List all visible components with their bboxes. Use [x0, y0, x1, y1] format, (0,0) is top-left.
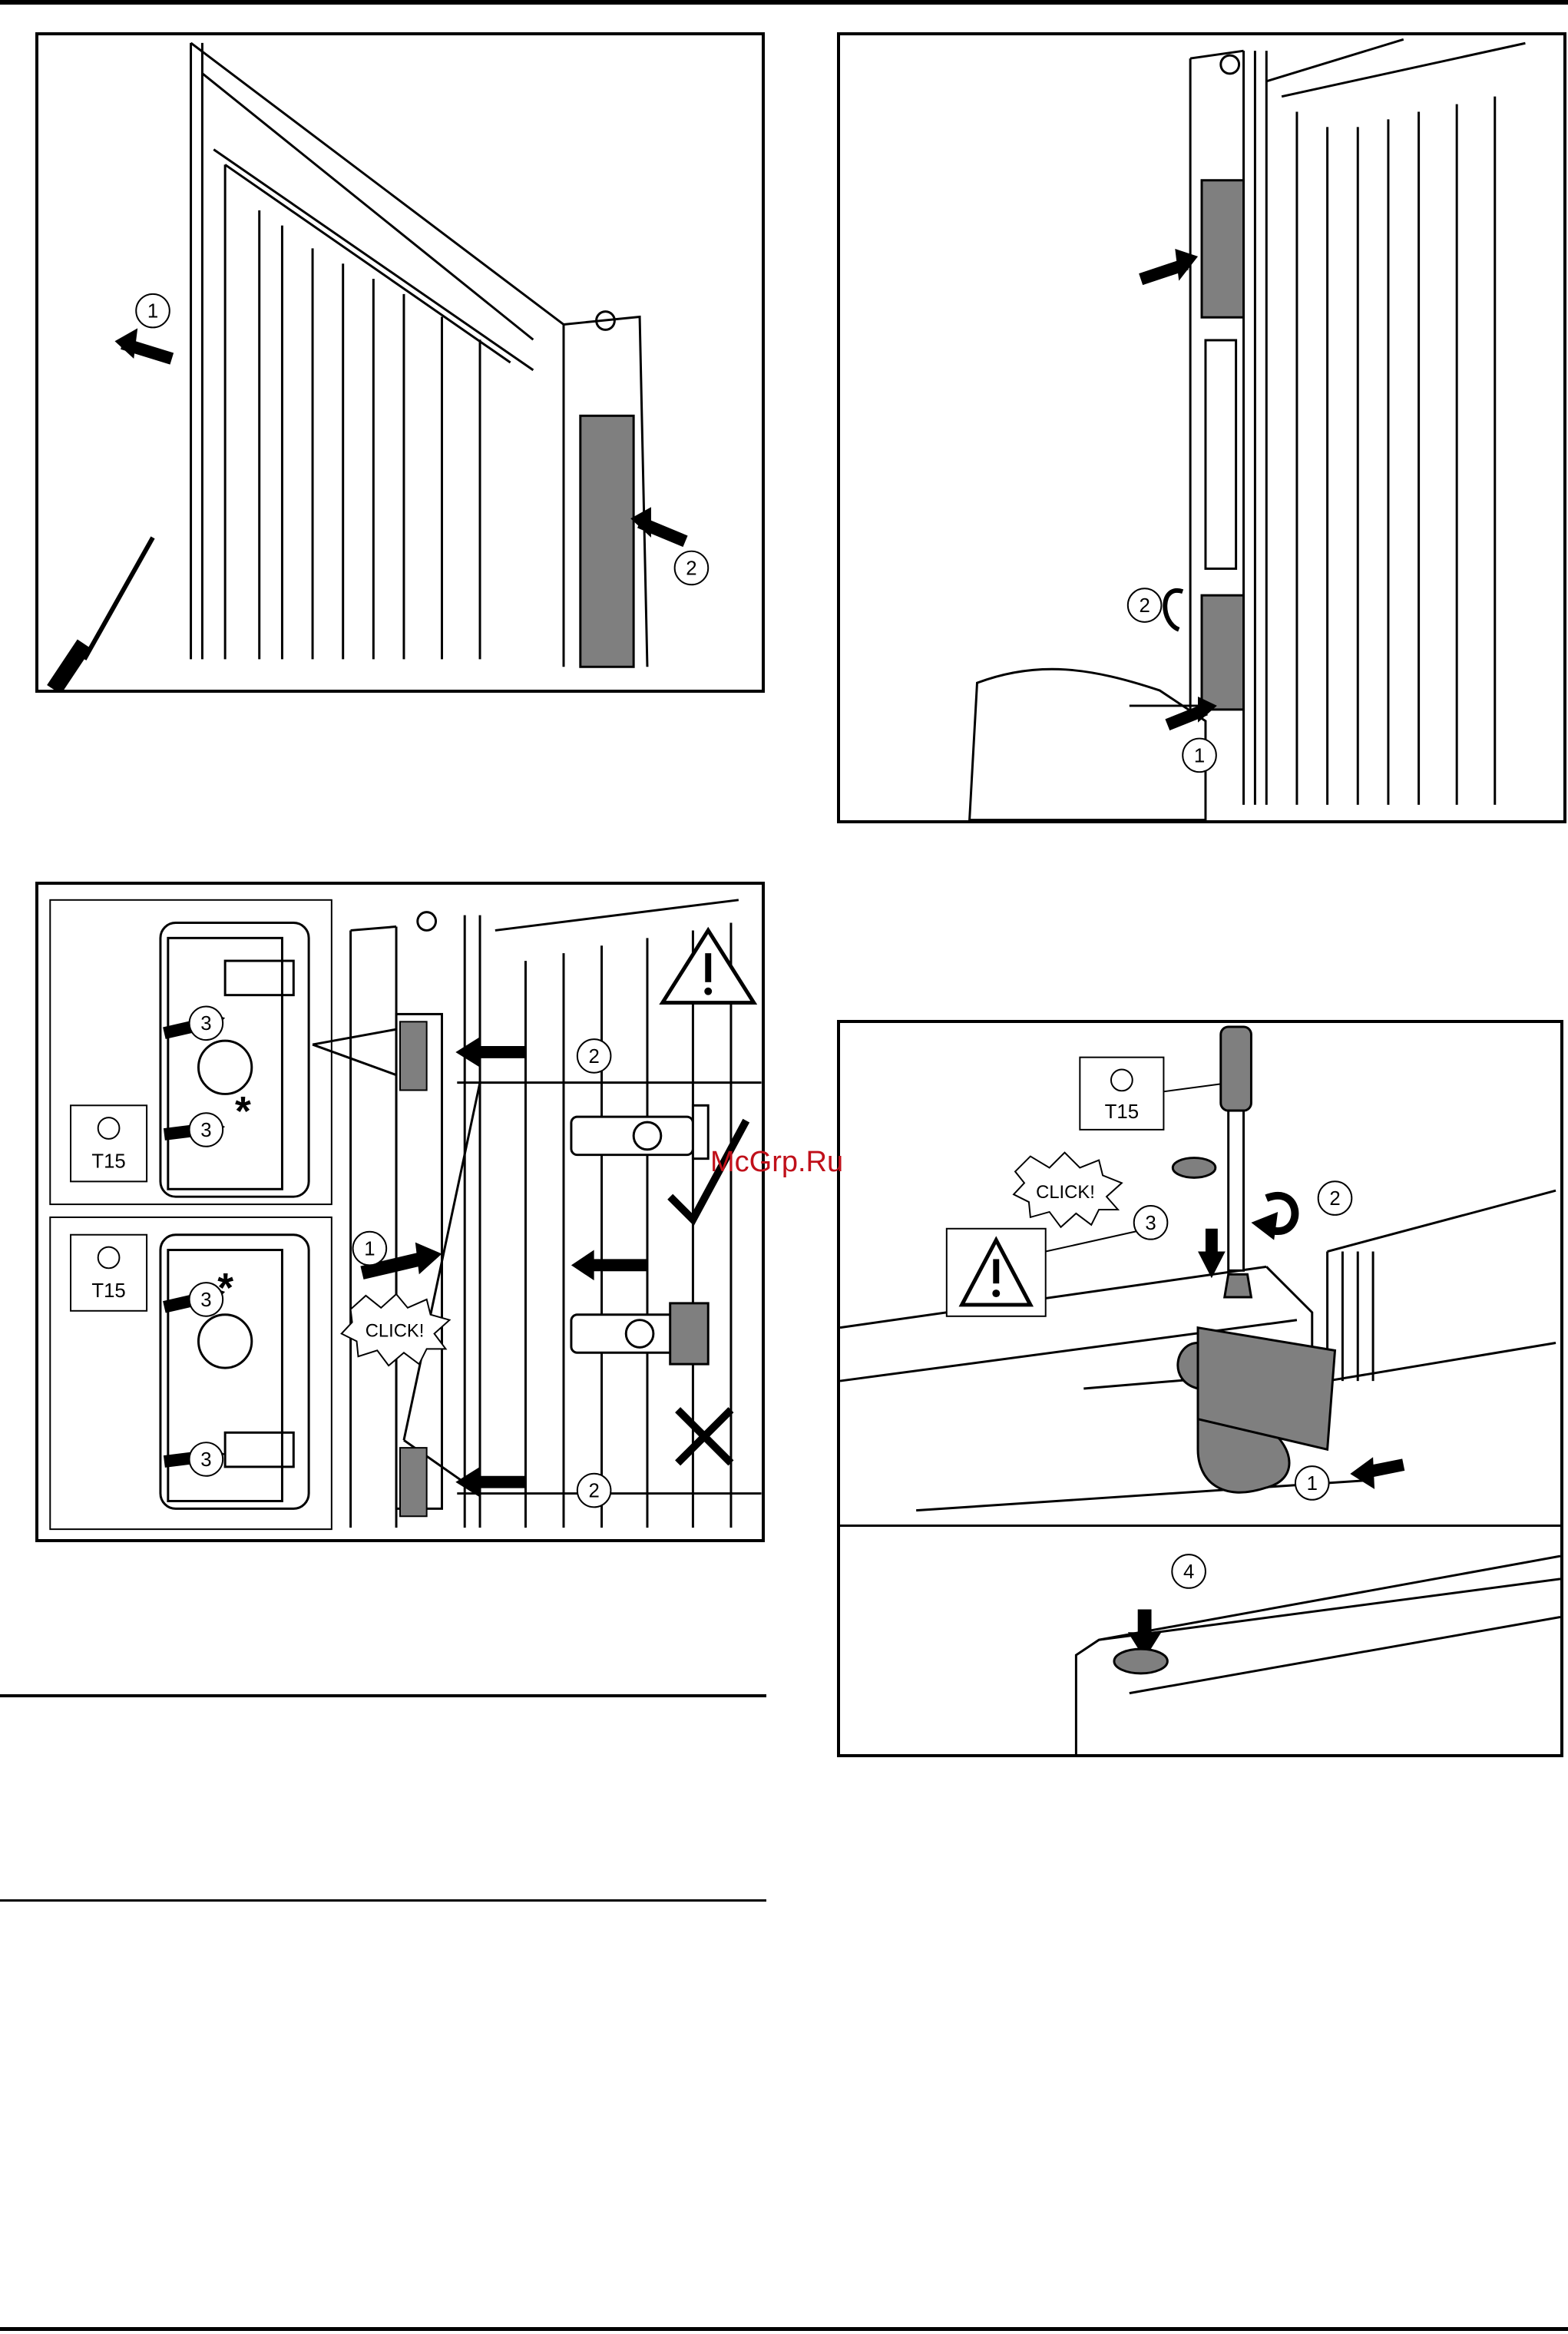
callout-2: 2	[1318, 1181, 1352, 1215]
callout-1: 1	[1295, 1466, 1329, 1500]
svg-text:4: 4	[1183, 1561, 1194, 1583]
warning-icon	[663, 930, 754, 1002]
callout-3-a: 3	[190, 1007, 223, 1041]
callout-2: 2	[675, 551, 709, 585]
hinge-screw-illustration: T15 CLICK! 3 2 1 4	[840, 1023, 1560, 1754]
figure-hinge-detail: * * 3 3 3 3 T15 T15	[35, 882, 765, 1542]
section-rule-1	[0, 1694, 766, 1697]
warning-icon	[947, 1229, 1149, 1316]
svg-text:CLICK!: CLICK!	[1036, 1182, 1095, 1203]
svg-text:2: 2	[588, 1481, 599, 1502]
svg-text:CLICK!: CLICK!	[366, 1320, 425, 1341]
callout-3-c: 3	[190, 1283, 223, 1316]
svg-text:3: 3	[1145, 1213, 1156, 1234]
svg-text:3: 3	[200, 1289, 211, 1311]
callout-3-b: 3	[190, 1113, 223, 1147]
callout-2-bottom: 2	[577, 1474, 611, 1508]
svg-text:1: 1	[147, 301, 158, 323]
svg-text:1: 1	[364, 1238, 375, 1260]
door-cover-illustration: 1 2	[38, 35, 762, 690]
click-burst: CLICK!	[1014, 1153, 1122, 1227]
hinge-detail-illustration: * * 3 3 3 3 T15 T15	[38, 885, 762, 1539]
svg-text:2: 2	[588, 1046, 599, 1068]
svg-text:1: 1	[1194, 745, 1205, 766]
svg-text:2: 2	[686, 558, 696, 579]
callout-2-top: 2	[577, 1039, 611, 1073]
callout-1: 1	[353, 1232, 387, 1266]
callout-3: 3	[1134, 1206, 1168, 1240]
svg-text:3: 3	[200, 1013, 211, 1035]
figure-hand-press-cover: 2 1	[837, 32, 1566, 823]
callout-2: 2	[1128, 588, 1162, 622]
torx-tool-box: T15	[1080, 1058, 1220, 1130]
svg-text:T15: T15	[91, 1280, 125, 1302]
figure-door-cover-removal: 1 2	[35, 32, 765, 693]
cross-icon	[678, 1410, 731, 1463]
svg-text:1: 1	[1307, 1473, 1318, 1495]
header-rule	[0, 0, 1568, 5]
figure-hinge-screw-cap: T15 CLICK! 3 2 1 4	[837, 1020, 1563, 1757]
callout-1: 1	[1183, 739, 1216, 773]
footer-rule	[0, 2327, 1568, 2331]
callout-1: 1	[136, 294, 170, 328]
callout-3-d: 3	[190, 1442, 223, 1476]
hand-cover-illustration: 2 1	[840, 35, 1563, 820]
svg-text:T15: T15	[1105, 1101, 1139, 1123]
svg-text:T15: T15	[91, 1151, 125, 1173]
torx-tool-box-top: T15	[71, 1105, 147, 1181]
section-rule-2	[0, 1899, 766, 1902]
torx-tool-box-bottom: T15	[71, 1235, 147, 1311]
svg-text:*: *	[235, 1089, 251, 1134]
svg-text:2: 2	[1139, 595, 1150, 617]
svg-text:2: 2	[1329, 1188, 1340, 1210]
watermark: McGrp.Ru	[710, 1146, 843, 1179]
svg-text:3: 3	[200, 1449, 211, 1471]
svg-text:3: 3	[200, 1120, 211, 1141]
callout-4: 4	[1172, 1554, 1206, 1588]
